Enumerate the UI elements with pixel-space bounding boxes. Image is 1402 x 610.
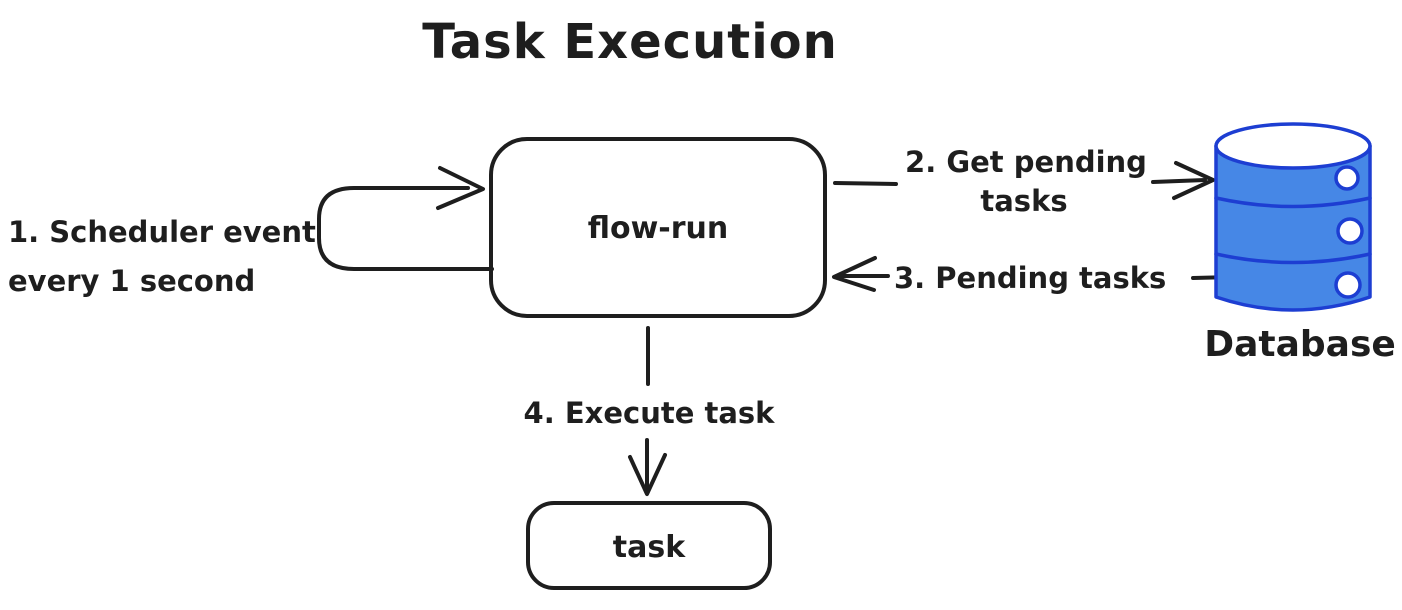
scheduler-loop-arrow xyxy=(317,186,494,271)
step3-arrowhead-icon xyxy=(832,256,877,292)
step2-arrow-segment-right xyxy=(1151,178,1207,184)
task-node xyxy=(526,501,772,590)
scheduler-loop-arrowhead-icon xyxy=(436,166,485,210)
step4-label: 4. Execute task xyxy=(524,396,776,430)
database-dot-3-icon xyxy=(1334,271,1362,299)
database-label: Database xyxy=(1204,324,1396,365)
step4-arrowhead-icon xyxy=(628,453,667,496)
database-dot-2-icon xyxy=(1336,217,1364,245)
database-dot-1-icon xyxy=(1334,165,1360,191)
task-node-label: task xyxy=(613,530,686,565)
flow-run-node xyxy=(489,137,827,318)
database-top-ellipse xyxy=(1214,122,1372,170)
step1-label-line1: 1. Scheduler event xyxy=(8,215,316,249)
step2-arrow-segment-left xyxy=(833,181,898,186)
step3-label: 3. Pending tasks xyxy=(894,261,1166,295)
database-divider-top xyxy=(1214,196,1372,209)
flow-run-node-label: flow-run xyxy=(588,211,729,246)
step1-label-line2: every 1 second xyxy=(8,264,255,298)
step2-arrowhead-icon xyxy=(1172,161,1215,200)
step2-label-line2: tasks xyxy=(980,184,1067,218)
database-body xyxy=(1214,144,1372,312)
database-node xyxy=(1214,122,1372,312)
diagram-title: Task Execution xyxy=(422,14,838,70)
database-divider-bottom xyxy=(1214,252,1372,265)
step2-label-line1: 2. Get pending xyxy=(905,145,1147,179)
